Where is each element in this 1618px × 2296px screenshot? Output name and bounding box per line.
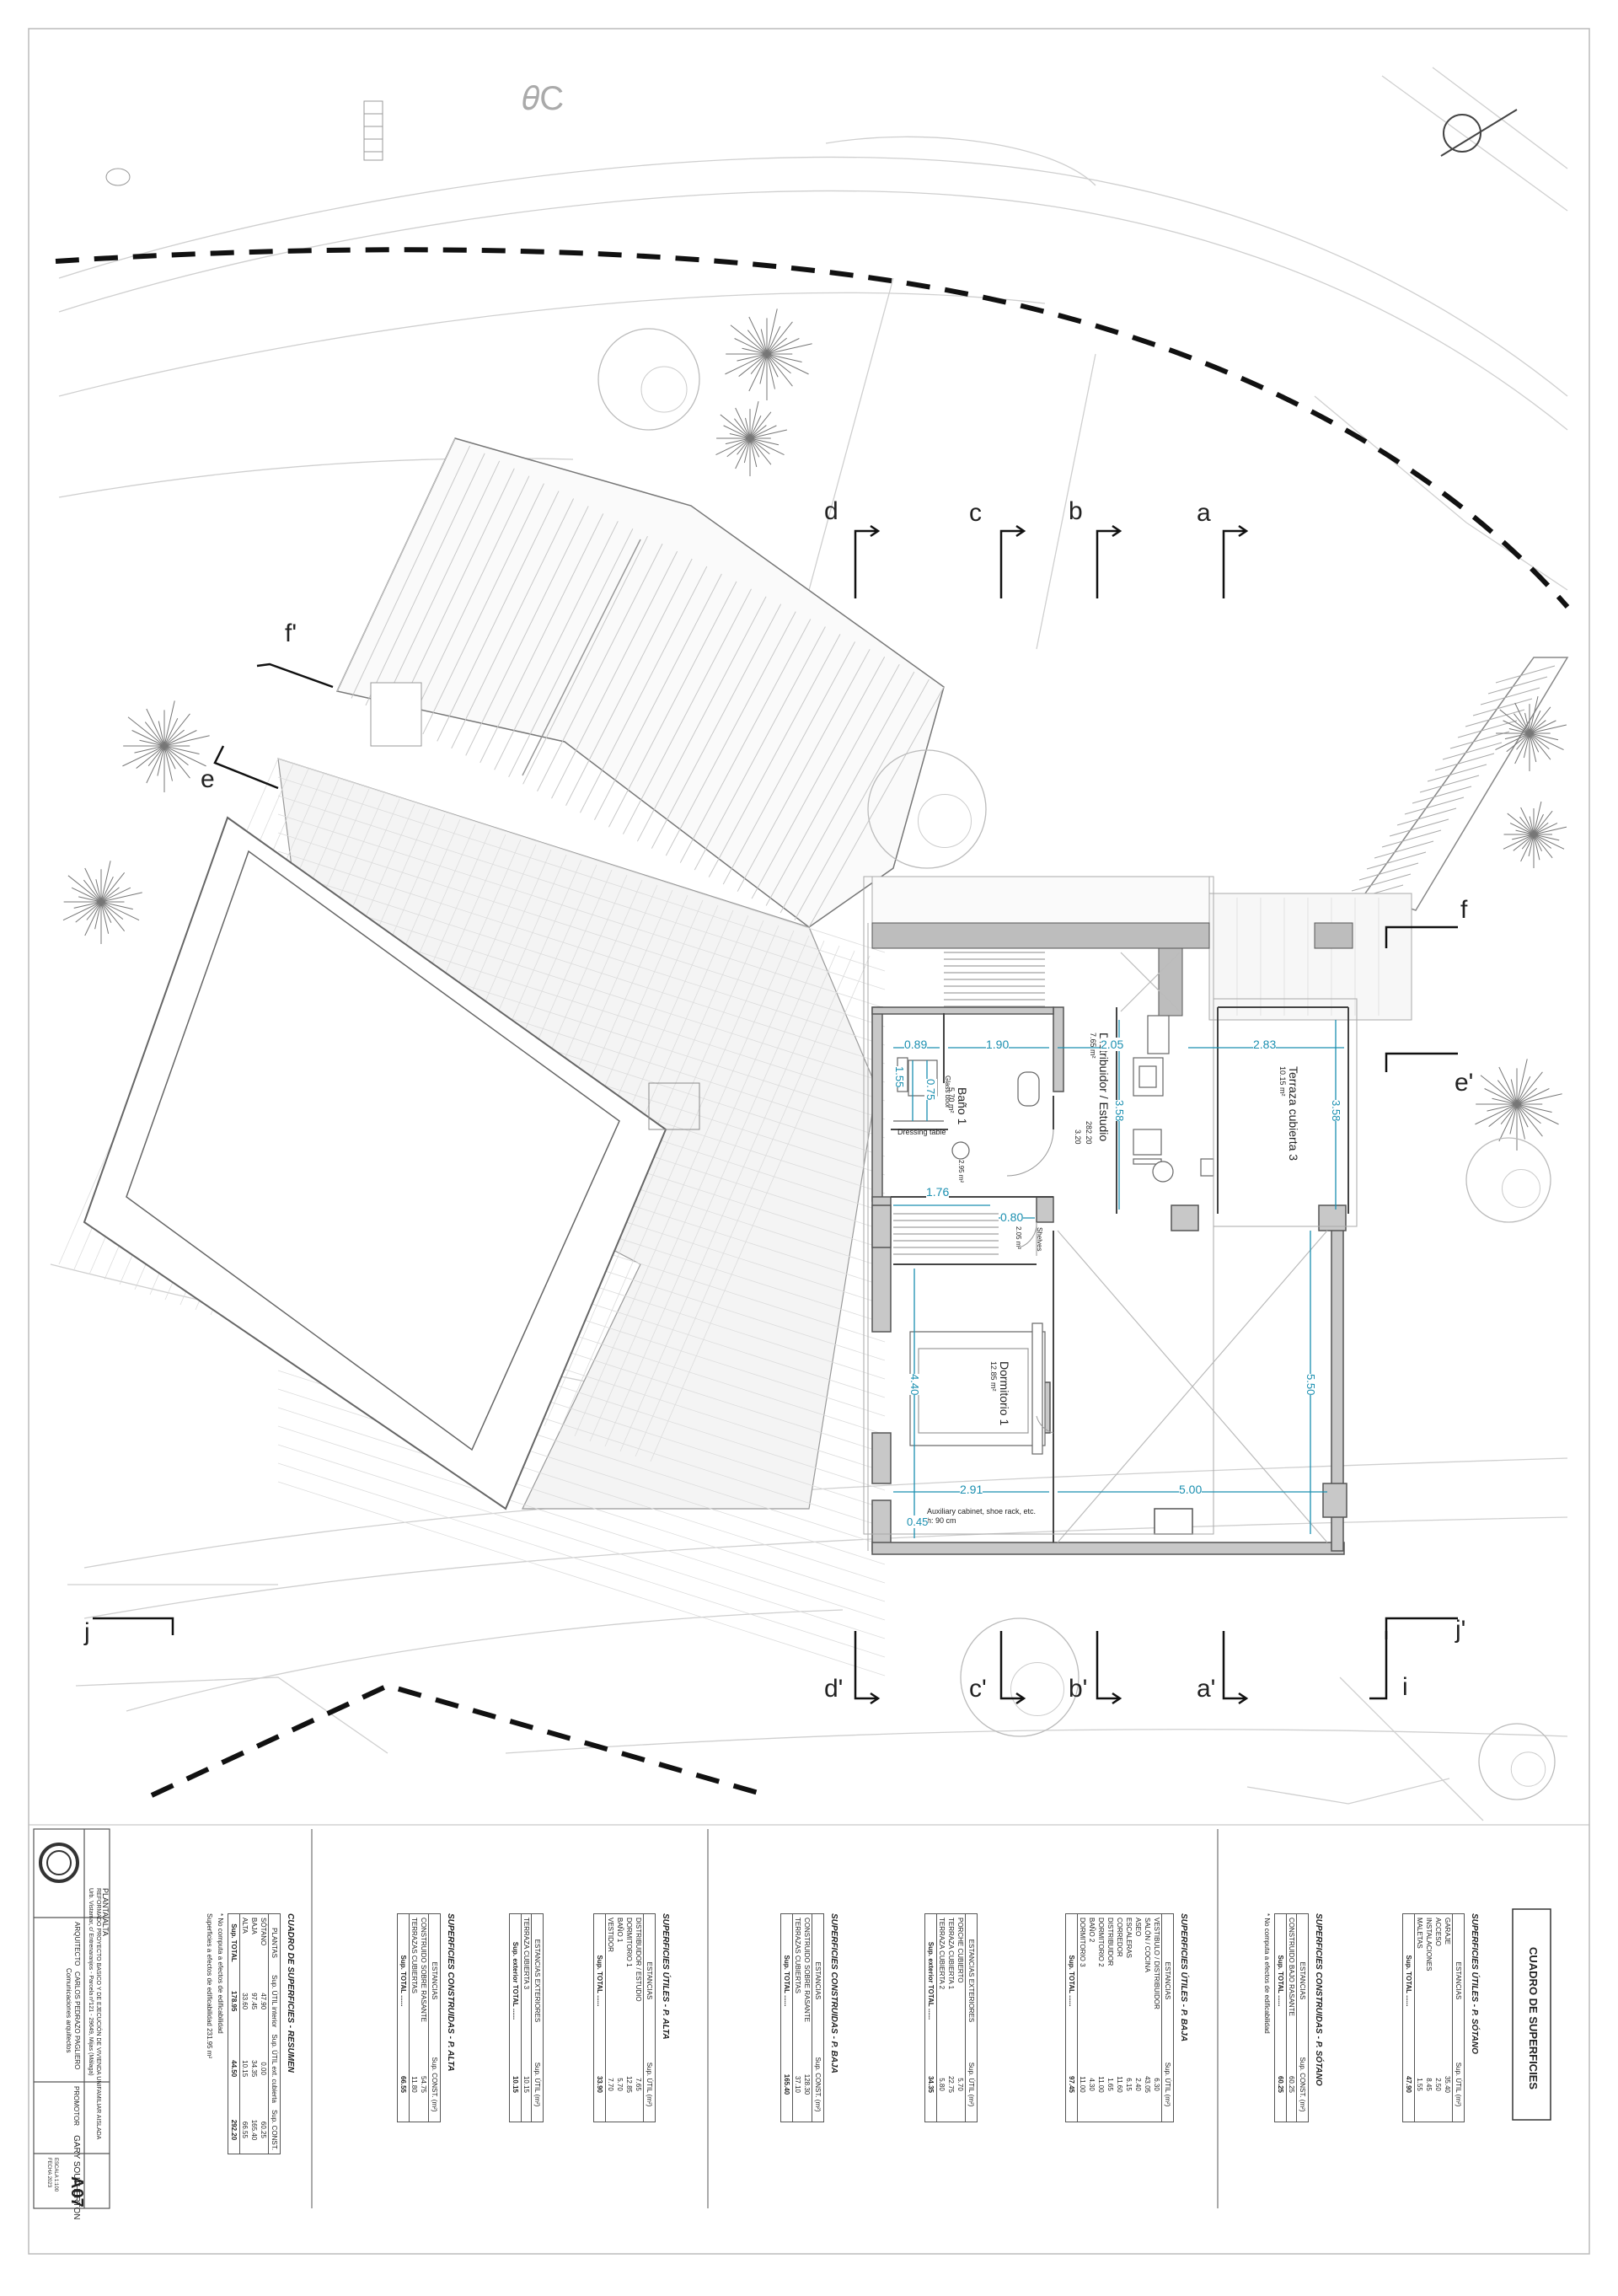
north-arrow-icon	[1440, 109, 1518, 157]
table-frames	[311, 1829, 1219, 2208]
garden-trees	[62, 308, 1567, 1800]
firm-logo	[39, 1843, 79, 1883]
exterior-stair-right	[1336, 657, 1569, 914]
garden-stair	[105, 100, 383, 186]
property-boundary	[55, 247, 1570, 1798]
title-block-frame	[33, 1828, 110, 2209]
section-markers	[93, 524, 1458, 1705]
swimming-pool	[83, 816, 700, 1510]
upper-floor	[863, 876, 1412, 1555]
main-title-frame	[1512, 1908, 1551, 2121]
pergola	[335, 437, 945, 928]
dimension-lines	[893, 1020, 1344, 1538]
sheet-border	[28, 28, 1590, 2255]
top-scribble: 𝜃C	[522, 80, 564, 117]
